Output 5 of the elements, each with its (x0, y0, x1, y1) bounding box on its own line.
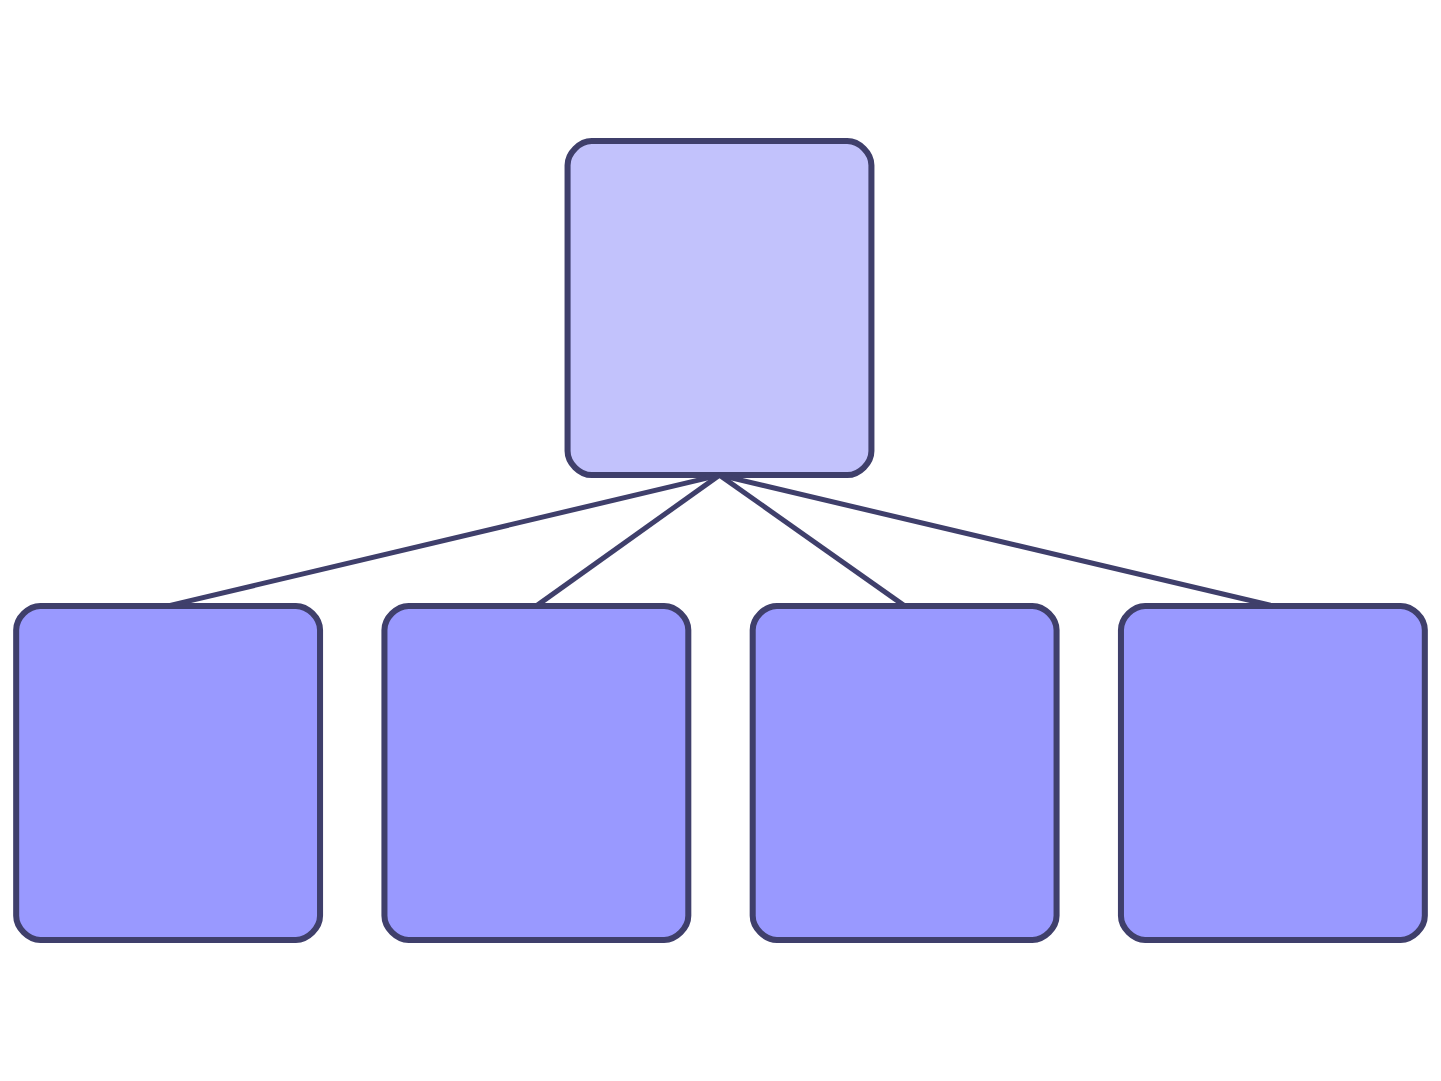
node-box (1117, 602, 1428, 943)
node-box (381, 602, 692, 943)
node-box (13, 602, 324, 943)
node-box (749, 602, 1060, 943)
node-box (564, 138, 875, 479)
